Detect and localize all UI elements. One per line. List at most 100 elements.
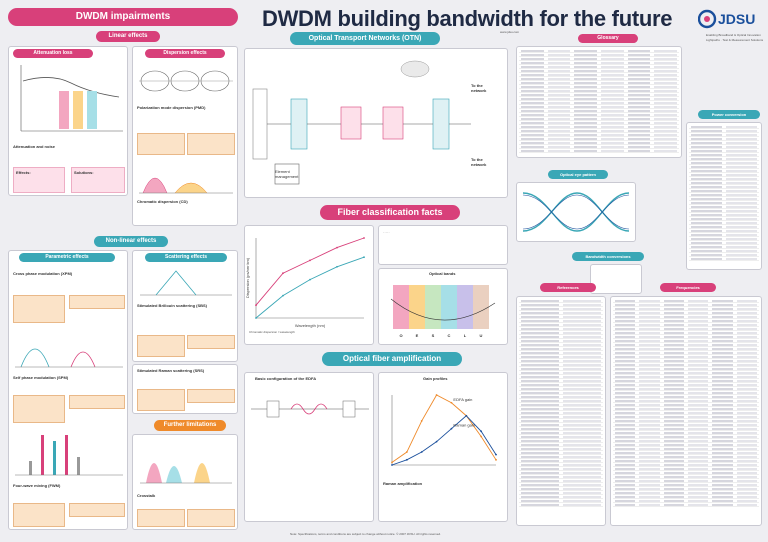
xpm-solutions-box bbox=[69, 295, 125, 309]
sbs-solutions-box bbox=[187, 335, 235, 349]
table-row bbox=[613, 399, 759, 403]
table-row bbox=[519, 499, 603, 503]
table-row bbox=[613, 367, 759, 371]
table-cell bbox=[736, 300, 757, 302]
table-row bbox=[519, 355, 603, 359]
table-row bbox=[613, 351, 759, 355]
table-cell bbox=[563, 484, 601, 486]
table-cell bbox=[627, 94, 651, 96]
table-cell bbox=[639, 456, 660, 458]
glossary-heading: Glossary bbox=[578, 34, 638, 43]
table-cell bbox=[521, 66, 544, 68]
table-cell bbox=[563, 504, 601, 506]
table-cell bbox=[736, 308, 757, 310]
table-cell bbox=[663, 408, 684, 410]
table-row bbox=[519, 61, 679, 65]
table-cell bbox=[615, 324, 636, 326]
table-cell bbox=[712, 388, 733, 390]
table-cell bbox=[615, 468, 636, 470]
table-cell bbox=[691, 166, 722, 168]
chart-point bbox=[405, 451, 408, 453]
table-row bbox=[519, 423, 603, 427]
table-row bbox=[689, 225, 759, 229]
table-row bbox=[519, 77, 679, 81]
table-cell bbox=[712, 372, 733, 374]
table-cell bbox=[639, 404, 660, 406]
table-cell bbox=[574, 138, 598, 140]
table-cell bbox=[663, 472, 684, 474]
table-cell bbox=[663, 420, 684, 422]
table-cell bbox=[726, 186, 757, 188]
table-cell bbox=[712, 492, 733, 494]
table-cell bbox=[563, 448, 601, 450]
table-cell bbox=[663, 492, 684, 494]
table-cell bbox=[627, 126, 651, 128]
chart-point bbox=[391, 464, 393, 466]
table-row bbox=[689, 137, 759, 141]
table-cell bbox=[521, 138, 544, 140]
chart-point bbox=[255, 317, 257, 319]
table-row bbox=[519, 451, 603, 455]
table-cell bbox=[639, 488, 660, 490]
attenuation-caption: Attenuation and noise bbox=[13, 144, 55, 149]
table-cell bbox=[547, 134, 571, 136]
table-cell bbox=[712, 332, 733, 334]
table-row bbox=[613, 439, 759, 443]
table-cell bbox=[712, 472, 733, 474]
fwm-solutions-box bbox=[69, 503, 125, 517]
solutions-label: Solutions: bbox=[74, 170, 94, 175]
table-cell bbox=[627, 118, 651, 120]
table-cell bbox=[601, 146, 624, 148]
fwm-diagram bbox=[15, 435, 123, 476]
table-cell bbox=[687, 424, 709, 426]
table-cell bbox=[574, 134, 598, 136]
table-cell bbox=[736, 496, 757, 498]
table-row bbox=[519, 411, 603, 415]
table-cell bbox=[691, 170, 722, 172]
table-cell bbox=[601, 130, 624, 132]
table-cell bbox=[663, 424, 684, 426]
table-cell bbox=[736, 324, 757, 326]
scattering-panel: Scattering effects Stimulated Brillouin … bbox=[132, 250, 238, 362]
bandwidth-conv-panel bbox=[590, 264, 642, 294]
brand-tagline-2: Lightpaths · Test & Measurement Solution… bbox=[706, 38, 764, 42]
table-cell bbox=[726, 138, 757, 140]
table-cell bbox=[654, 66, 678, 68]
table-cell bbox=[639, 360, 660, 362]
frequency-rows bbox=[611, 297, 761, 509]
chart-ylabel: Dispersion (ps/nm·km) bbox=[246, 257, 250, 298]
fwm-label: Four-wave mixing (FWM) bbox=[13, 483, 61, 488]
table-cell bbox=[627, 62, 651, 64]
table-row bbox=[689, 241, 759, 245]
table-cell bbox=[521, 440, 559, 442]
table-cell bbox=[687, 368, 709, 370]
chart-point bbox=[435, 440, 438, 443]
table-cell bbox=[726, 258, 757, 260]
table-cell bbox=[663, 380, 684, 382]
crosstalk-diagram bbox=[140, 463, 232, 484]
table-cell bbox=[563, 332, 601, 334]
table-row bbox=[613, 299, 759, 303]
table-cell bbox=[691, 202, 722, 204]
table-cell bbox=[736, 356, 757, 358]
table-cell bbox=[615, 316, 636, 318]
edfa-panel: Basic configuration of the EDFA bbox=[244, 372, 374, 522]
table-cell bbox=[712, 312, 733, 314]
table-cell bbox=[639, 496, 660, 498]
table-cell bbox=[736, 432, 757, 434]
table-cell bbox=[687, 388, 709, 390]
table-row bbox=[519, 427, 603, 431]
table-cell bbox=[639, 384, 660, 386]
table-cell bbox=[687, 396, 709, 398]
xpm-effects-box bbox=[13, 295, 65, 323]
table-cell bbox=[615, 464, 636, 466]
table-cell bbox=[726, 178, 757, 180]
table-cell bbox=[563, 496, 601, 498]
table-row bbox=[689, 165, 759, 169]
table-cell bbox=[654, 86, 678, 88]
sbs-label: Stimulated Brillouin scattering (SBS) bbox=[137, 303, 208, 308]
table-cell bbox=[687, 308, 709, 310]
dispersion-chart: Wavelength (nm)Dispersion (ps/nm·km) bbox=[246, 237, 365, 328]
chart-point bbox=[450, 427, 453, 430]
table-cell bbox=[691, 206, 722, 208]
